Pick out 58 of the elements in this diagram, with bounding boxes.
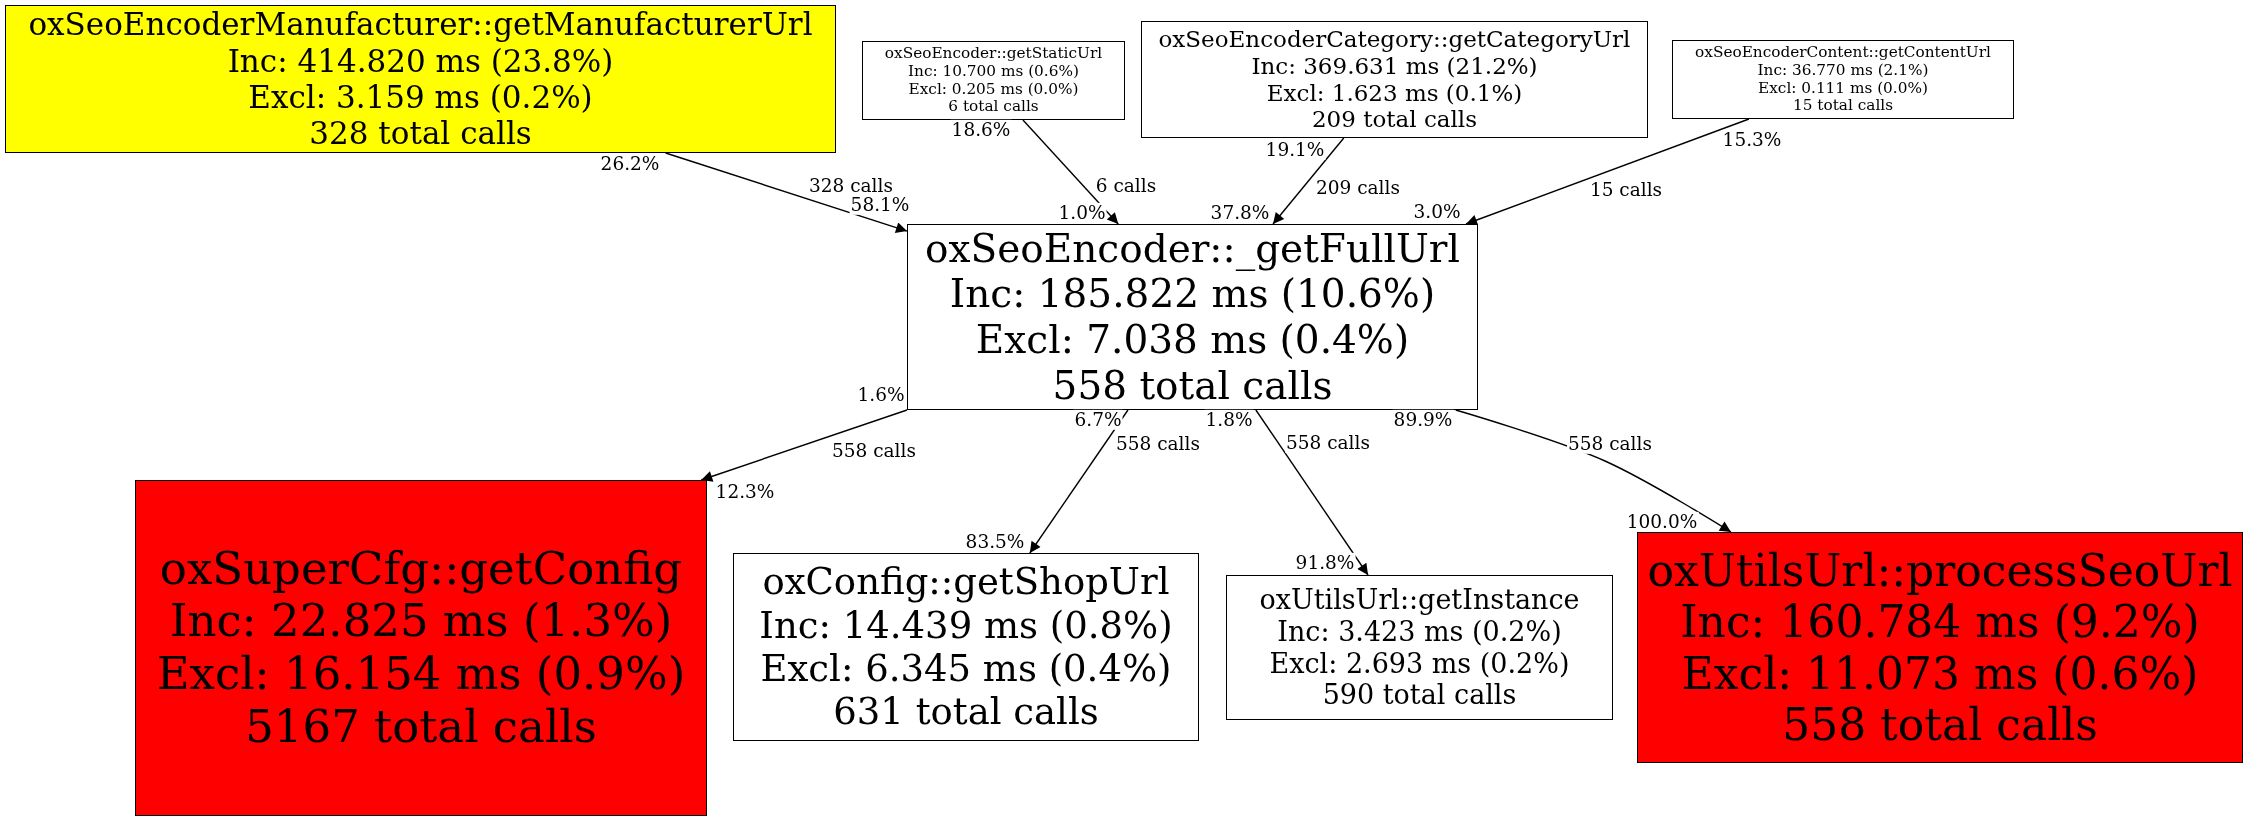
edge-label: 558 calls [1285, 432, 1371, 454]
call-arrow [1022, 119, 1119, 225]
call-count: 15 total calls [1793, 97, 1893, 116]
inclusive-time: Inc: 160.784 ms (9.2%) [1680, 596, 2200, 648]
function-name: oxUtilsUrl::processSeoUrl [1647, 544, 2233, 597]
percentage-label: 19.1% [1264, 139, 1326, 161]
exclusive-time: Excl: 3.159 ms (0.2%) [248, 79, 593, 116]
inclusive-time: Inc: 36.770 ms (2.1%) [1757, 61, 1929, 80]
inclusive-time: Inc: 3.423 ms (0.2%) [1277, 615, 1562, 648]
function-name: oxSeoEncoder::_getFullUrl [925, 225, 1460, 272]
exclusive-time: Excl: 0.111 ms (0.0%) [1758, 79, 1928, 98]
function-name: oxConfig::getShopUrl [762, 560, 1170, 604]
inclusive-time: Inc: 22.825 ms (1.3%) [169, 595, 673, 648]
function-box [135, 480, 707, 816]
function-name: oxSeoEncoderManufacturer::getManufacturerUrl [28, 6, 813, 43]
inclusive-time: Inc: 10.700 ms (0.6%) [908, 62, 1079, 81]
edge-label: 558 calls [1567, 433, 1653, 455]
call-count: 558 total calls [1052, 362, 1333, 409]
exclusive-time: Excl: 6.345 ms (0.4%) [760, 647, 1172, 691]
exclusive-time: Excl: 7.038 ms (0.4%) [975, 317, 1410, 363]
function-name: oxSeoEncoder::getStaticUrl [884, 44, 1103, 63]
function-box [733, 553, 1199, 741]
function-box [5, 5, 836, 153]
inclusive-time: Inc: 14.439 ms (0.8%) [759, 603, 1173, 647]
call-arrow [700, 409, 908, 482]
function-name: oxSuperCfg::getConfig [159, 542, 683, 596]
exclusive-time: Excl: 0.205 ms (0.0%) [908, 80, 1079, 99]
call-arrow [1465, 118, 1750, 226]
call-arrow [1029, 409, 1129, 554]
function-name: oxSeoEncoderCategory::getCategoryUrl [1158, 25, 1631, 53]
function-box [1226, 575, 1613, 720]
call-arrow [1272, 137, 1345, 225]
call-count: 209 total calls [1311, 106, 1477, 134]
call-arrow [664, 152, 908, 233]
percentage-label: 6.7% [1073, 409, 1123, 431]
exclusive-time: Excl: 2.693 ms (0.2%) [1269, 647, 1570, 680]
function-box [907, 224, 1478, 410]
call-count: 5167 total calls [245, 700, 597, 754]
call-count: 590 total calls [1322, 679, 1517, 711]
exclusive-time: Excl: 11.073 ms (0.6%) [1681, 647, 2199, 699]
call-count: 631 total calls [833, 690, 1099, 734]
function-box [1637, 532, 2243, 763]
function-box [1672, 40, 2014, 119]
function-name: oxSeoEncoderContent::getContentUrl [1695, 43, 1991, 62]
inclusive-time: Inc: 414.820 ms (23.8%) [227, 42, 614, 79]
call-arrow [1455, 409, 1732, 533]
call-count: 6 total calls [948, 98, 1039, 117]
function-box [1141, 21, 1648, 138]
call-arrow [1255, 409, 1369, 576]
percentage-label: 58.1% [849, 194, 911, 216]
inclusive-time: Inc: 369.631 ms (21.2%) [1251, 52, 1538, 80]
inclusive-time: Inc: 185.822 ms (10.6%) [949, 271, 1436, 317]
function-name: oxUtilsUrl::getInstance [1259, 584, 1580, 616]
exclusive-time: Excl: 1.623 ms (0.1%) [1266, 79, 1523, 107]
exclusive-time: Excl: 16.154 ms (0.9%) [156, 648, 686, 701]
call-count: 328 total calls [309, 115, 532, 152]
call-count: 558 total calls [1782, 698, 2098, 751]
function-box [862, 41, 1125, 120]
